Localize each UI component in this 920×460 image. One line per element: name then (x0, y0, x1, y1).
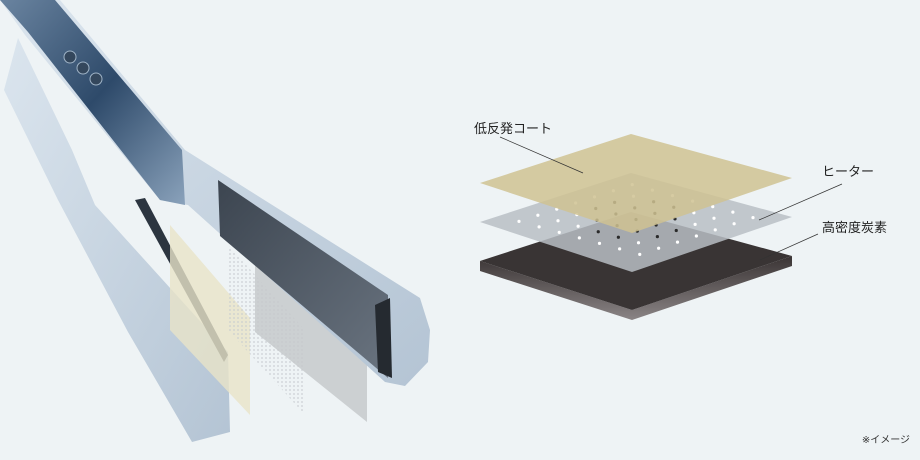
minus-button (76, 61, 90, 75)
carbon-layer-strip (255, 262, 367, 422)
coat-layer-strip (170, 225, 250, 415)
heater-dot (693, 222, 697, 226)
heater-dot (556, 219, 560, 223)
carbon-layer-label: 高密度炭素 (822, 221, 888, 236)
heater-dot (751, 216, 755, 220)
heater-dot (731, 210, 735, 214)
heater-leader-line (758, 183, 843, 221)
heater-dot (674, 228, 678, 233)
image-footnote: ※イメージ (861, 435, 910, 446)
heater-dot (596, 230, 600, 234)
heater-dot (557, 230, 561, 234)
power-button (63, 50, 77, 64)
heater-dot (712, 216, 716, 220)
coat-leader-line (499, 136, 584, 174)
heater-dot (694, 234, 698, 238)
heater-dot (638, 252, 642, 256)
heating-plate (218, 180, 388, 378)
coat-layer-label: 低反発コート (474, 122, 553, 137)
heater-dot (517, 219, 521, 223)
heater-dot (618, 247, 622, 251)
heater-dot (577, 236, 581, 240)
heater-dot (713, 228, 717, 232)
layer-diagram (480, 134, 843, 320)
heater-dot (536, 213, 540, 217)
heater-dot (711, 205, 715, 209)
carbon-layer-side (480, 256, 792, 320)
heater-dot (655, 235, 659, 239)
coat-layer (480, 134, 792, 233)
heater-dot (616, 235, 620, 239)
carbon-leader-line (759, 233, 819, 261)
heater-dot (636, 241, 641, 245)
plus-button (89, 72, 103, 86)
heater-dot (675, 240, 680, 244)
heater-dot (732, 222, 736, 226)
heater-dot (576, 224, 580, 228)
heater-dot (657, 246, 661, 250)
heater-dot (597, 241, 602, 245)
heater-layer-label: ヒーター (822, 165, 875, 180)
heater-dot (537, 225, 541, 229)
upper-arm (0, 0, 430, 386)
